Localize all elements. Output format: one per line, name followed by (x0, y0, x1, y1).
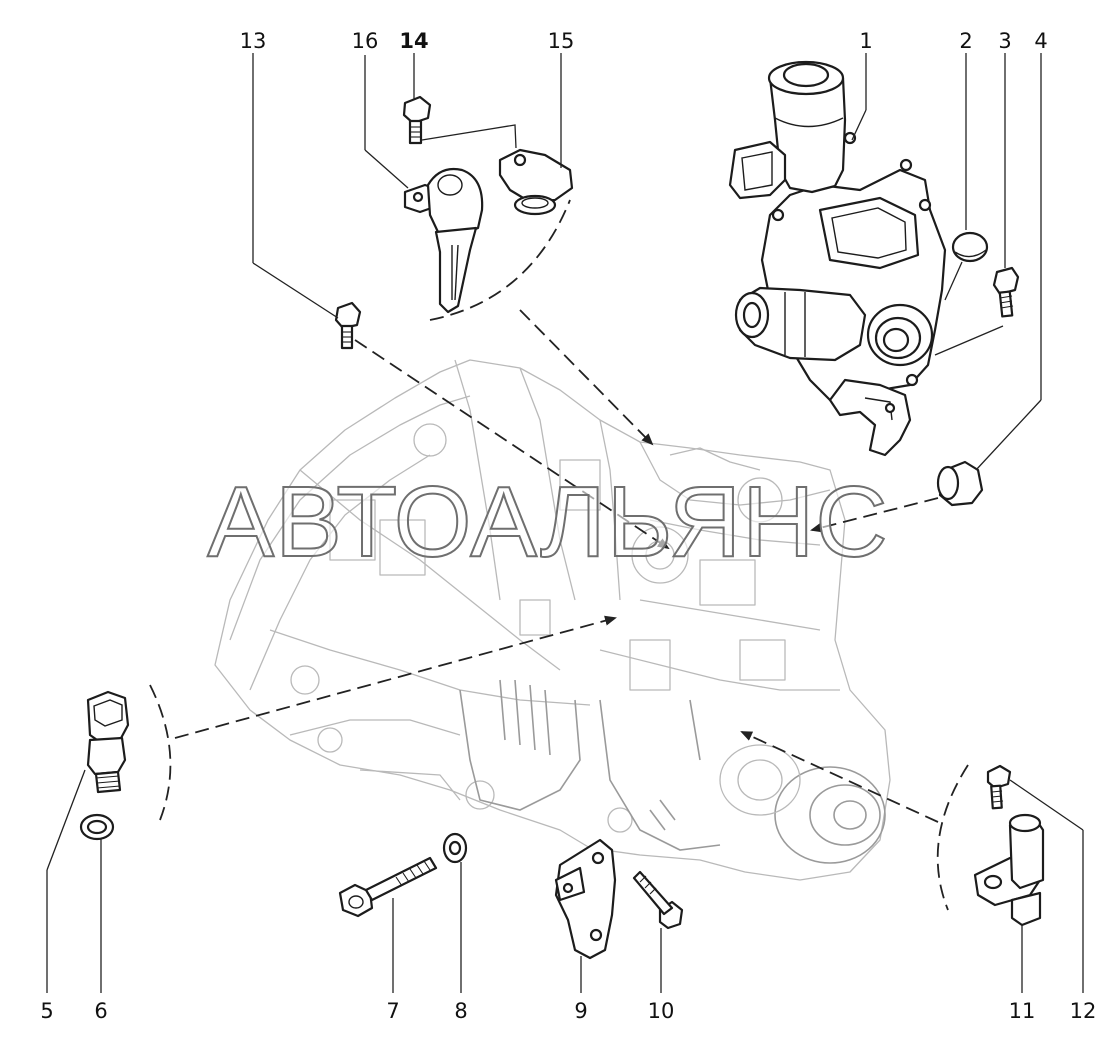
part-5-pressure-sensor (86, 690, 130, 794)
part-4-plug (936, 460, 984, 507)
callout-5: 5 (40, 999, 53, 1023)
callout-15: 15 (548, 29, 575, 53)
callout-16: 16 (352, 29, 379, 53)
callout-7: 7 (386, 999, 399, 1023)
callout-8: 8 (454, 999, 467, 1023)
callout-9: 9 (574, 999, 587, 1023)
callout-2: 2 (959, 29, 972, 53)
part-7-long-bolt (338, 856, 438, 918)
callout-labels: 1 2 3 4 5 6 7 8 9 10 11 12 13 14 15 16 (40, 29, 1096, 1023)
callout-1: 1 (859, 29, 872, 53)
callout-10: 10 (648, 999, 675, 1023)
part-3-bolt (992, 266, 1020, 318)
part-15-seal-cover (498, 148, 574, 216)
assembly-lines (149, 124, 1004, 911)
part-6-washer (79, 813, 115, 841)
part-10-bolt (632, 870, 684, 930)
part-13-bolt (334, 301, 362, 350)
leader-lines (46, 53, 1084, 993)
part-11-speed-sensor (973, 813, 1045, 927)
gearbox-housing (214, 359, 891, 881)
callout-3: 3 (998, 29, 1011, 53)
part-2-cap (951, 231, 989, 263)
part-16-probe (403, 167, 484, 314)
callout-12: 12 (1070, 999, 1097, 1023)
part-9-bracket (554, 838, 617, 960)
callout-11: 11 (1009, 999, 1036, 1023)
callout-13: 13 (240, 29, 267, 53)
callout-14: 14 (399, 29, 428, 53)
watermark-text: АВТОАЛЬЯНС (207, 466, 888, 578)
part-1-shift-actuator (728, 60, 947, 457)
part-12-bolt (986, 764, 1012, 810)
part-8-washer (442, 832, 468, 864)
callout-4: 4 (1034, 29, 1047, 53)
callout-6: 6 (94, 999, 107, 1023)
part-14-bolt (402, 95, 432, 145)
